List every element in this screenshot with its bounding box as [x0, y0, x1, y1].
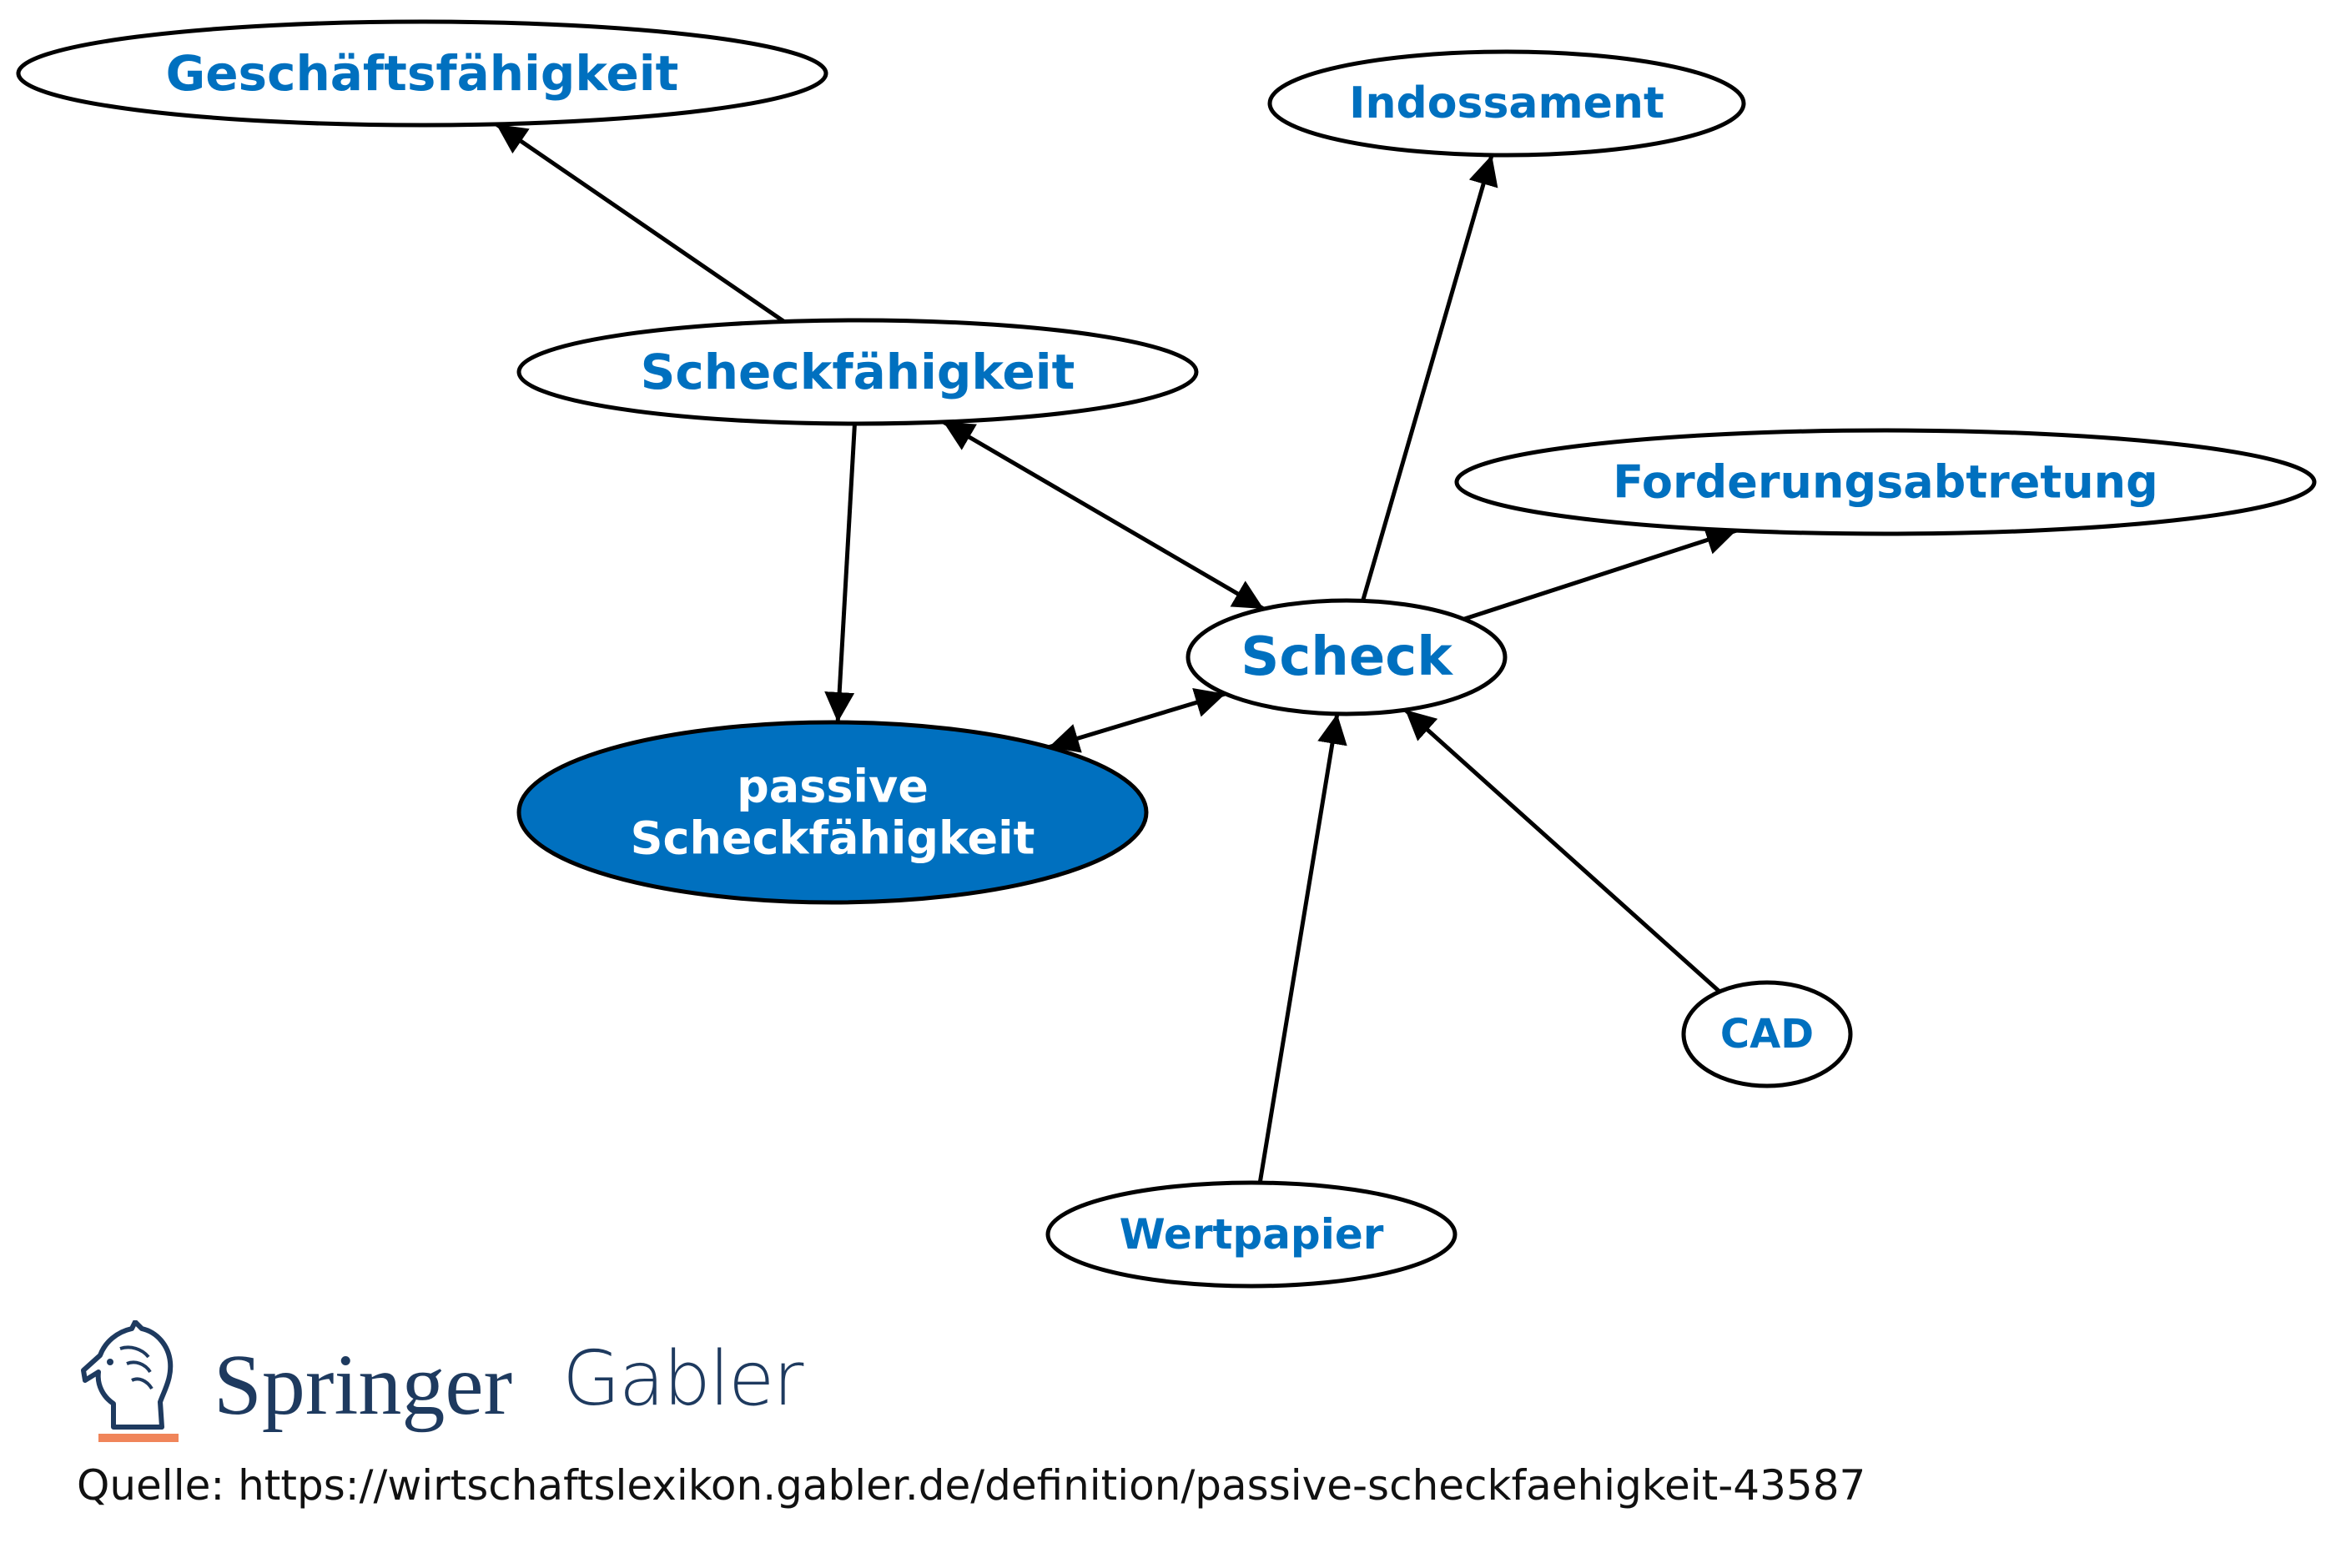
- node-label: Forderungsabtretung: [1613, 456, 2158, 509]
- edge-scheckfaehigkeit-to-scheck: [942, 420, 1265, 611]
- node-label: Scheck: [1241, 626, 1453, 688]
- edge-scheckfaehigkeit-to-passive-scheckfaehigkeit: [824, 423, 857, 723]
- springer-gabler-logo: Springer Gabler: [80, 1320, 831, 1454]
- node-scheck[interactable]: Scheck: [1186, 598, 1508, 716]
- brand-suffix: Gabler: [562, 1335, 803, 1423]
- node-forderungsabtretung[interactable]: Forderungsabtretung: [1454, 428, 2317, 536]
- node-scheckfaehigkeit[interactable]: Scheckfähigkeit: [516, 318, 1199, 426]
- edge-scheckfaehigkeit-to-geschaeftsfaehigkeit: [495, 122, 786, 324]
- node-ellipse: [1045, 1180, 1457, 1289]
- nodes-layer: GeschäftsfähigkeitIndossamentScheckfähig…: [16, 19, 2317, 1289]
- edge-wertpapier-to-scheck: [1257, 713, 1347, 1184]
- node-ellipse: [1681, 980, 1853, 1088]
- node-label: Scheckfähigkeit: [641, 344, 1075, 400]
- node-ellipse: [1186, 598, 1508, 716]
- node-label: Geschäftsfähigkeit: [166, 45, 679, 102]
- node-indossament[interactable]: Indossament: [1267, 49, 1746, 158]
- node-ellipse: [16, 19, 828, 128]
- node-ellipse: [516, 318, 1199, 426]
- edge-scheck-to-forderungsabtretung: [1463, 525, 1737, 621]
- node-geschaeftsfaehigkeit[interactable]: Geschäftsfähigkeit: [16, 19, 828, 128]
- springer-horse-icon: [81, 1320, 179, 1442]
- edge-passive-scheckfaehigkeit-to-scheck: [1048, 688, 1226, 753]
- node-ellipse: [1267, 49, 1746, 158]
- concept-graph: GeschäftsfähigkeitIndossamentScheckfähig…: [16, 19, 2317, 1289]
- node-label: CAD: [1720, 1011, 1814, 1058]
- node-wertpapier[interactable]: Wertpapier: [1045, 1180, 1457, 1289]
- edge-scheck-to-indossament: [1361, 154, 1498, 602]
- node-ellipse: [1454, 428, 2317, 536]
- node-label: Wertpapier: [1120, 1210, 1384, 1259]
- node-label: Scheckfähigkeit: [631, 812, 1035, 865]
- node-label: Indossament: [1349, 78, 1664, 128]
- edges-layer: [495, 122, 1737, 1184]
- node-cad[interactable]: CAD: [1681, 980, 1853, 1088]
- edge-cad-to-scheck: [1403, 708, 1721, 993]
- source-line: Quelle: https://wirtschaftslexikon.gable…: [77, 1461, 1866, 1510]
- node-ellipse: [516, 720, 1149, 905]
- node-label: passive: [737, 760, 929, 812]
- brand-name: Springer: [214, 1337, 513, 1433]
